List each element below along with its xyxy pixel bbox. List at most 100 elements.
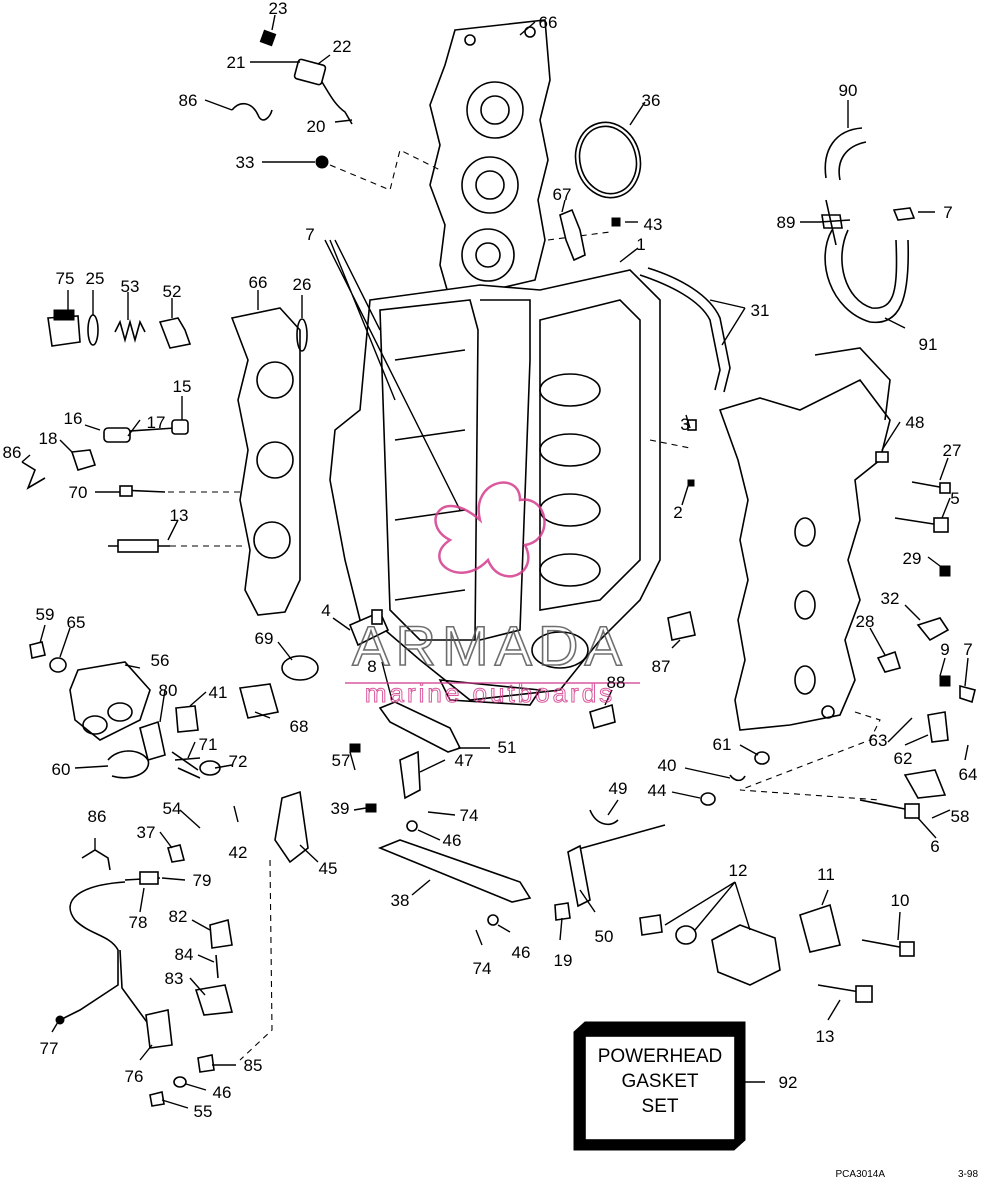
callout: 84 [175,945,194,964]
gasket-box-line1: POWERHEAD [598,1046,723,1067]
throttle-rod [574,824,666,851]
callout: 77 [40,1039,59,1058]
callout: 86 [179,91,198,110]
callout: 90 [839,81,858,100]
callout: 88 [607,673,626,692]
callout: 80 [159,681,178,700]
callout: 6 [930,837,939,856]
callout: 33 [236,153,255,172]
callout: 20 [307,117,326,136]
callout: 76 [125,1067,144,1086]
callout: 86 [88,807,107,826]
callout: 67 [553,185,572,204]
callout: 70 [69,483,88,502]
hose-fittings-right [819,127,916,324]
callout: 86 [3,443,22,462]
callout: 3 [680,415,689,434]
o-ring [574,121,642,199]
callout: 68 [290,717,309,736]
callout: 69 [255,629,274,648]
callout: 21 [227,53,246,72]
callout: 27 [943,441,962,460]
callout: 16 [64,409,83,428]
callout: 4 [321,601,330,620]
callout: 71 [199,735,218,754]
callout: 23 [269,0,288,18]
callout: 57 [332,751,351,770]
callout: 25 [86,269,105,288]
callout: 31 [751,301,770,320]
callout: 46 [213,1083,232,1102]
callout: 51 [498,738,517,757]
callout: 49 [609,779,628,798]
callout: 41 [209,683,228,702]
callout: 11 [817,865,835,884]
thermostat-parts [47,309,192,349]
sensor-harness [55,844,234,1107]
callout: 12 [729,861,748,880]
hose [639,274,721,391]
callout: 75 [56,269,75,288]
callout: 19 [554,951,573,970]
callout: 7 [963,640,972,659]
callout: 26 [293,275,312,294]
callout: 92 [779,1073,798,1092]
gasket-box-line2: GASKET [621,1071,698,1092]
sensor-assembly-top [231,29,353,169]
callout: 53 [121,277,140,296]
exhaust-manifold [718,347,891,731]
callout-labels: 23 66 22 21 86 20 36 33 67 43 90 7 89 1 … [3,0,978,1121]
callout: 87 [652,657,671,676]
gasket-box-line3: SET [642,1096,679,1117]
callout: 36 [642,91,661,110]
callout: 61 [713,735,732,754]
callout: 13 [170,506,189,525]
gasket-set-box: POWERHEAD GASKET SET [573,1021,746,1151]
callout: 32 [881,589,900,608]
callout: 66 [249,273,268,292]
callout: 55 [194,1102,213,1121]
callout: 91 [919,335,938,354]
callout: 46 [443,831,462,850]
callout: 2 [673,503,682,522]
callout: 85 [244,1056,263,1075]
callout: 43 [644,215,663,234]
callout: 89 [777,213,796,232]
callout: 45 [319,859,338,878]
callout: 17 [147,413,166,432]
callout: 64 [959,765,978,784]
leader-lines [21,14,969,1109]
callout: 54 [163,799,182,818]
callout: 52 [163,282,182,301]
footer-code: PCA3014A [836,1169,886,1180]
callout: 58 [951,807,970,826]
watermark-logo: ARMADA marine outboards [345,481,640,709]
callout: 7 [943,203,952,222]
cover-disc [281,655,319,681]
callout: 78 [129,913,148,932]
callout: 82 [169,907,188,926]
mounting-plate [274,790,309,864]
callout: 40 [658,756,677,775]
watermark-main: ARMADA [352,614,628,677]
spacer-block [667,611,696,641]
callout: 15 [173,377,192,396]
cylinder-head-left [230,307,308,616]
callout: 28 [856,612,875,631]
callout: 60 [52,760,71,779]
callout: 39 [331,799,350,818]
callout: 18 [39,429,58,448]
footer-date: 3-98 [958,1169,978,1180]
callout: 62 [894,749,913,768]
callout: 42 [229,843,248,862]
callout: 5 [950,489,959,508]
callout: 47 [455,751,474,770]
callout: 9 [940,640,949,659]
water-outlet-assembly [29,641,221,779]
callout: 83 [165,969,184,988]
callout: 44 [648,781,667,800]
callout: 29 [903,549,922,568]
callout: 59 [36,605,55,624]
callout: 13 [816,1027,835,1046]
spark-plug [108,539,245,553]
